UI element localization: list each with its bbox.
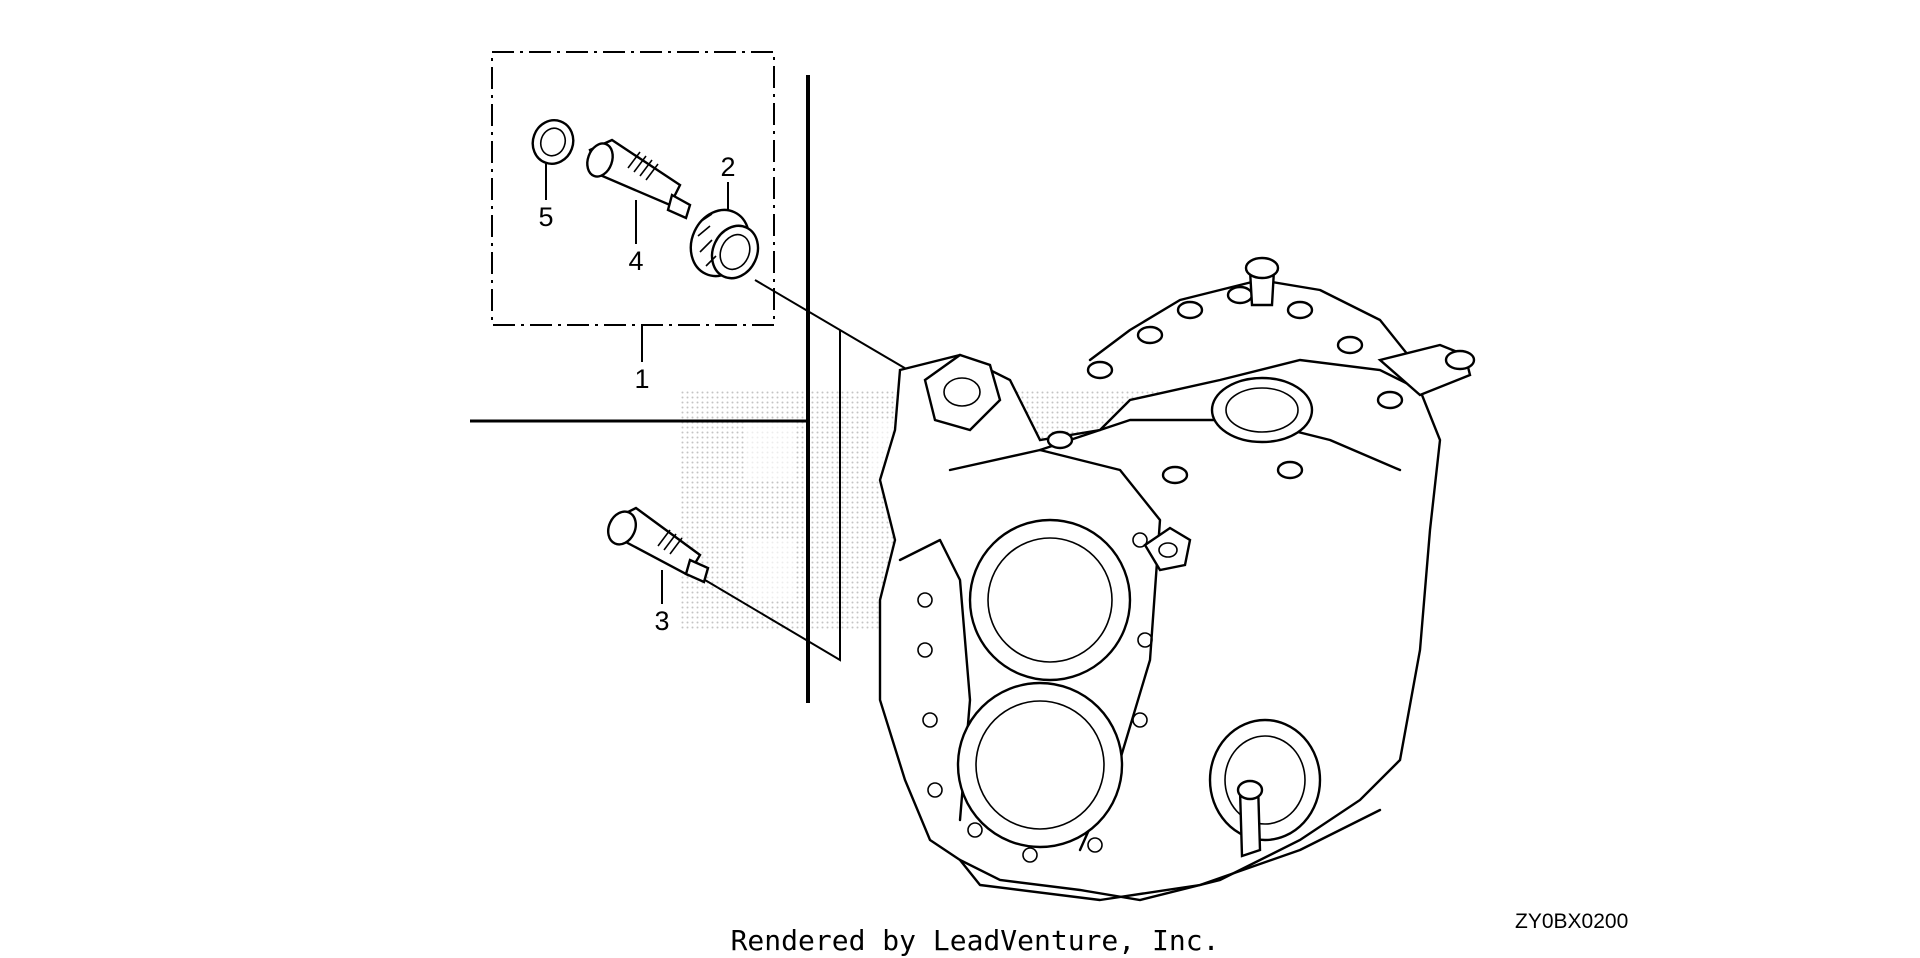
callout-2: 2	[720, 152, 735, 182]
gear-case-casting	[878, 256, 1476, 902]
kit-boundary-box	[491, 51, 775, 326]
needle-bearing-part	[689, 208, 760, 280]
callout-3: 3	[654, 606, 669, 636]
shaft-assembly-part	[607, 506, 710, 584]
callout-1: 1	[634, 364, 649, 394]
callout-4: 4	[628, 246, 643, 276]
diagram-code: ZY0BX0200	[1515, 910, 1628, 933]
callout-5: 5	[538, 202, 553, 232]
render-credit: Rendered by LeadVenture, Inc.	[731, 924, 1220, 957]
shaft-to-case-line	[704, 330, 841, 662]
seal-ring-part	[531, 119, 575, 165]
shaft-part	[586, 138, 692, 220]
